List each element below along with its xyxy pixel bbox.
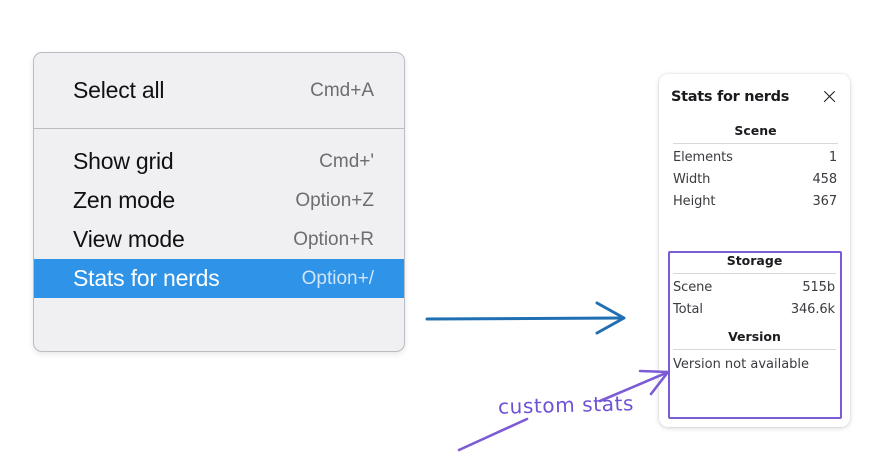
menu-item-label: Zen mode <box>73 187 175 213</box>
close-icon[interactable] <box>821 88 838 105</box>
stat-row-width: Width 458 <box>671 169 840 191</box>
menu-item-stats-for-nerds[interactable]: Stats for nerds Option+/ <box>34 259 404 298</box>
menu-item-label: Stats for nerds <box>73 265 220 291</box>
stat-value: 1 <box>828 150 837 165</box>
stat-key: Total <box>673 302 703 317</box>
stats-panel-body: Stats for nerds Scene Elements 1 Width 4… <box>659 74 850 213</box>
section-rule <box>673 273 836 274</box>
purple-underline-stroke <box>457 417 529 452</box>
stat-key: Height <box>673 194 716 209</box>
menu-item-shortcut: Option+R <box>293 228 374 250</box>
menu-item-zen-mode[interactable]: Zen mode Option+Z <box>34 181 404 220</box>
stat-value: 346.6k <box>790 302 835 317</box>
stat-row-storage-total: Total 346.6k <box>671 299 838 321</box>
menu-group-selection: Select all Cmd+A <box>34 53 404 128</box>
section-heading: Version <box>728 329 781 344</box>
stat-row-storage-scene: Scene 515b <box>671 277 838 299</box>
stat-key: Scene <box>673 280 713 295</box>
menu-item-shortcut: Cmd+A <box>310 79 374 101</box>
menu-item-view-mode[interactable]: View mode Option+R <box>34 220 404 259</box>
stats-panel-title: Stats for nerds <box>671 88 790 105</box>
menu-item-label: Select all <box>73 77 165 103</box>
version-note: Version not available <box>673 357 810 372</box>
menu-item-show-grid[interactable]: Show grid Cmd+' <box>34 142 404 181</box>
menu-item-shortcut: Option+/ <box>301 267 374 289</box>
stat-value: 458 <box>812 172 837 187</box>
stat-value: 515b <box>802 280 835 295</box>
stat-key: Elements <box>673 150 733 165</box>
stats-section-storage: Storage Scene 515b Total 346.6k <box>671 251 838 321</box>
section-heading: Storage <box>726 253 783 268</box>
menu-group-view: Show grid Cmd+' Zen mode Option+Z View m… <box>34 129 404 298</box>
menu-item-select-all[interactable]: Select all Cmd+A <box>34 53 404 128</box>
stats-section-scene: Scene Elements 1 Width 458 Height 367 <box>671 121 840 213</box>
blue-arrow <box>425 301 626 335</box>
section-rule <box>673 143 838 144</box>
menu-item-shortcut: Cmd+' <box>319 150 374 172</box>
menu-divider <box>34 128 404 129</box>
stat-value: 367 <box>812 194 837 209</box>
stat-key: Width <box>673 172 711 187</box>
menu-item-label: View mode <box>73 226 185 252</box>
custom-stats-annotation-label: custom stats <box>497 391 635 419</box>
stat-row-elements: Elements 1 <box>671 147 840 169</box>
section-heading: Scene <box>734 123 777 138</box>
canvas-context-menu[interactable]: Select all Cmd+A Show grid Cmd+' Zen mod… <box>33 52 405 352</box>
section-rule <box>673 349 836 350</box>
menu-item-shortcut: Option+Z <box>295 189 374 211</box>
stats-for-nerds-panel[interactable]: Stats for nerds Scene Elements 1 Width 4… <box>659 74 850 427</box>
stats-section-version: Version Version not available <box>671 321 838 375</box>
stats-panel-header: Stats for nerds <box>671 88 840 105</box>
custom-stats-block: Storage Scene 515b Total 346.6k Version … <box>669 251 840 375</box>
menu-item-label: Show grid <box>73 148 174 174</box>
stat-row-height: Height 367 <box>671 191 840 213</box>
